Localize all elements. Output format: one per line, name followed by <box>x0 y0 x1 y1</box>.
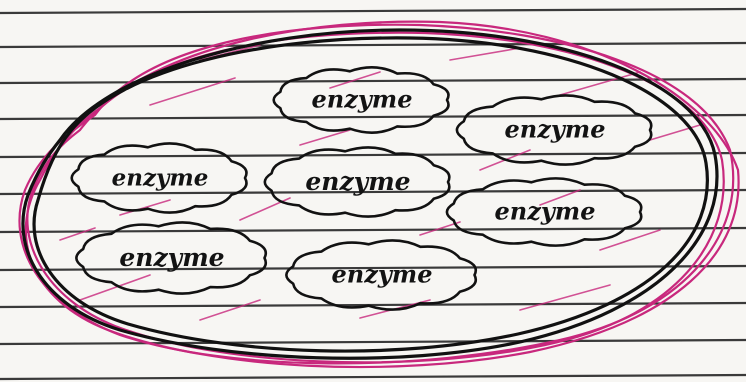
hatch-stroke <box>450 48 520 60</box>
ruled-line <box>0 375 746 379</box>
enzyme-blob: enzyme <box>265 147 450 216</box>
enzyme-label: enzyme <box>312 85 413 114</box>
enzyme-label: enzyme <box>332 260 433 289</box>
hatch-stroke <box>600 230 660 250</box>
ruled-line <box>0 153 746 157</box>
enzyme-label: enzyme <box>119 243 224 272</box>
enzyme-blob: enzyme <box>286 240 475 309</box>
ruled-line <box>0 79 746 83</box>
enzyme-blob: enzyme <box>76 222 265 293</box>
hatch-stroke <box>300 130 350 145</box>
enzyme-label: enzyme <box>505 115 606 144</box>
enzyme-label: enzyme <box>112 164 209 191</box>
enzyme-clouds: enzyme enzyme enzyme enzyme enzyme enzyme enzy… <box>72 67 652 309</box>
ruled-line <box>0 43 746 47</box>
hatch-stroke <box>80 275 150 300</box>
enzyme-blob: enzyme <box>447 178 641 245</box>
enzyme-label: enzyme <box>305 167 410 196</box>
enzyme-blob: enzyme <box>72 143 247 212</box>
enzyme-label: enzyme <box>495 197 596 226</box>
ruled-line <box>0 228 746 232</box>
ruled-line <box>0 115 746 119</box>
ruled-line <box>0 340 746 344</box>
hatch-stroke <box>520 285 610 310</box>
hatch-stroke <box>200 300 260 320</box>
ruled-line <box>0 9 746 13</box>
enzyme-blob: enzyme <box>274 67 449 132</box>
